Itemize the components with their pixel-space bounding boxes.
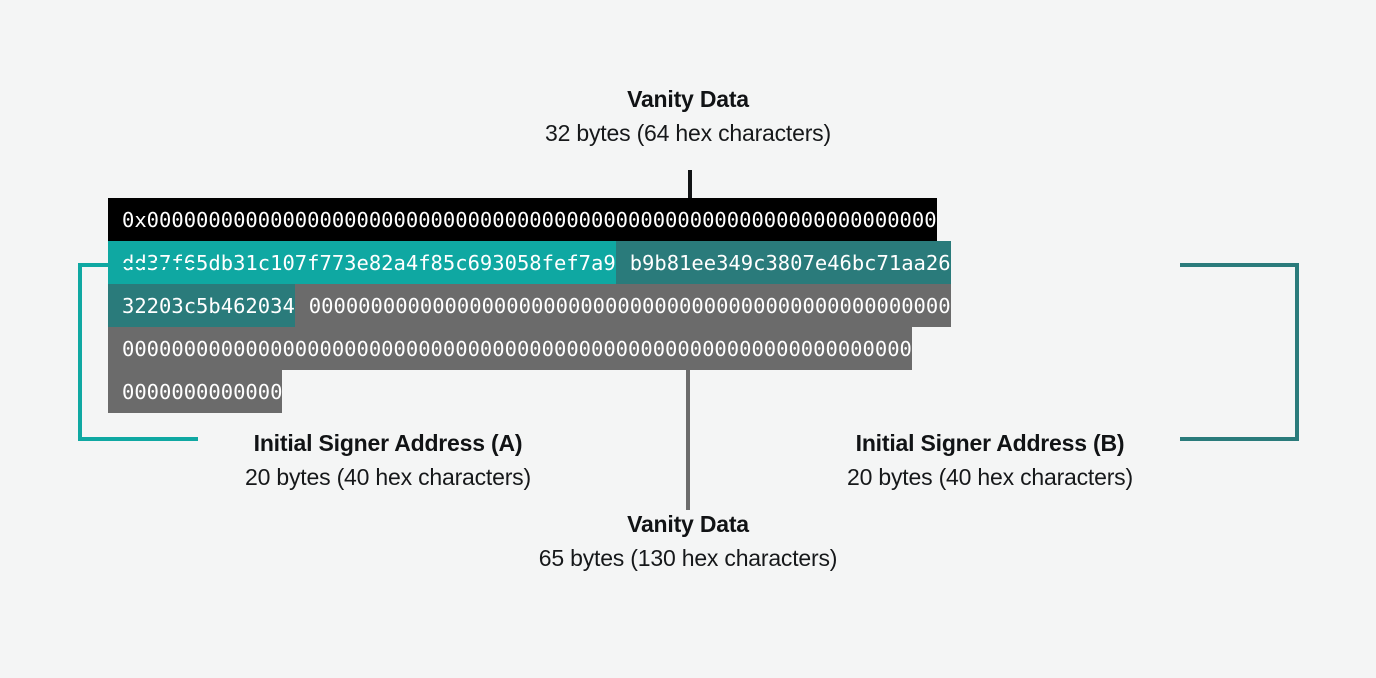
signer-a-bracket — [78, 263, 198, 441]
signer-a-title: Initial Signer Address (A) — [253, 430, 523, 456]
hex-row: 0000000000000000000000000000000000000000… — [108, 327, 1268, 370]
hex-data-block: 0x00000000000000000000000000000000000000… — [108, 198, 1268, 413]
hex-segment-vanity-bottom-part2: 0000000000000000000000000000000000000000… — [108, 327, 912, 370]
top-connector-line — [688, 170, 692, 200]
hex-segment-vanity-top: 0x00000000000000000000000000000000000000… — [108, 198, 937, 241]
hex-row: 32203c5b462034 0000000000000000000000000… — [108, 284, 1268, 327]
hex-row: 0000000000000 — [108, 370, 1268, 413]
hex-row: dd37f65db31c107f773e82a4f85c693058fef7a9… — [108, 241, 1268, 284]
signer-a-subtitle: 20 bytes (40 hex characters) — [245, 464, 531, 490]
hex-segment-signer-a: dd37f65db31c107f773e82a4f85c693058fef7a9 — [108, 241, 616, 284]
hex-segment-vanity-bottom-part1: 0000000000000000000000000000000000000000… — [294, 284, 951, 327]
signer-b-caption: Initial Signer Address (B) 20 bytes (40 … — [800, 432, 1180, 489]
signer-b-bracket — [1180, 263, 1299, 441]
signer-b-subtitle: 20 bytes (40 hex characters) — [847, 464, 1133, 490]
vanity-data-bottom-subtitle: 65 bytes (130 hex characters) — [538, 545, 838, 571]
vanity-data-top-caption: Vanity Data 32 bytes (64 hex characters) — [0, 88, 1376, 145]
bottom-connector-line — [686, 370, 690, 510]
hex-segment-signer-b-part2: 32203c5b462034 — [108, 284, 295, 327]
signer-a-caption: Initial Signer Address (A) 20 bytes (40 … — [198, 432, 578, 489]
signer-b-title: Initial Signer Address (B) — [855, 430, 1125, 456]
vanity-data-bottom-caption: Vanity Data 65 bytes (130 hex characters… — [0, 513, 1376, 570]
hex-segment-vanity-bottom-part3: 0000000000000 — [108, 370, 283, 413]
hex-row: 0x00000000000000000000000000000000000000… — [108, 198, 1268, 241]
vanity-data-bottom-title: Vanity Data — [627, 511, 749, 537]
hex-segment-signer-b-part1: b9b81ee349c3807e46bc71aa26 — [615, 241, 951, 284]
vanity-data-top-title: Vanity Data — [627, 86, 749, 112]
vanity-data-top-subtitle: 32 bytes (64 hex characters) — [545, 120, 831, 146]
